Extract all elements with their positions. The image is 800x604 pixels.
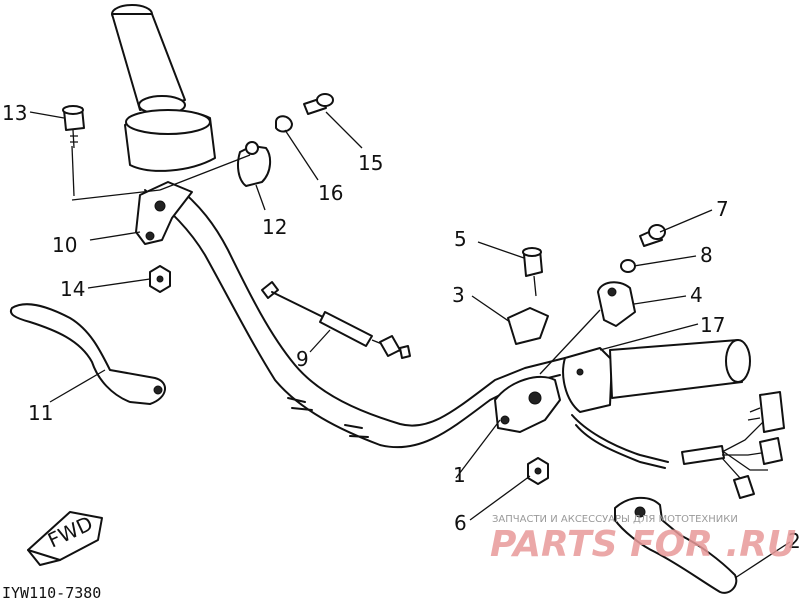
callout-6: 6 xyxy=(454,511,467,535)
callout-12: 12 xyxy=(262,215,287,239)
screw-15 xyxy=(303,93,334,115)
callout-15: 15 xyxy=(358,151,383,175)
callout-2: 2 xyxy=(788,529,800,553)
diagram-part-number: IYW110-7380 xyxy=(2,584,101,602)
watermark-brand: PARTS FOR .RU xyxy=(490,524,796,565)
callout-1: 1 xyxy=(453,463,466,487)
callout-16: 16 xyxy=(318,181,343,205)
callout-7: 7 xyxy=(716,197,729,221)
clutch-lever-11 xyxy=(10,303,166,405)
callout-14: 14 xyxy=(60,277,85,301)
callout-5: 5 xyxy=(454,227,467,251)
fwd-arrow: FWD xyxy=(27,511,103,566)
holder-4 xyxy=(597,281,636,327)
clamp-12 xyxy=(237,141,272,187)
callout-10: 10 xyxy=(52,233,77,257)
washer-8 xyxy=(620,259,636,273)
leader-lines xyxy=(29,111,791,579)
callout-9: 9 xyxy=(296,347,309,371)
throttle-cable-9 xyxy=(261,281,411,359)
switch-3 xyxy=(507,307,549,345)
nut-6 xyxy=(527,457,549,485)
callout-3: 3 xyxy=(452,283,465,307)
nut-14 xyxy=(149,265,171,293)
left-lever-bracket xyxy=(135,181,193,245)
watermark-tagline: ЗАПЧАСТИ И АКСЕССУАРЫ ДЛЯ МОТОТЕХНИКИ xyxy=(492,514,738,525)
switch-harness xyxy=(571,391,785,499)
washer-16 xyxy=(275,115,293,133)
screw-7 xyxy=(639,224,666,247)
watermark: ЗАПЧАСТИ И АКСЕССУАРЫ ДЛЯ МОТОТЕХНИКИ PA… xyxy=(490,514,796,565)
callout-8: 8 xyxy=(700,243,713,267)
throttle-grip-17 xyxy=(562,339,751,413)
bolt-5 xyxy=(522,247,543,297)
callout-17: 17 xyxy=(700,313,725,337)
callout-11: 11 xyxy=(28,401,53,425)
left-grip xyxy=(111,4,216,172)
callout-13: 13 xyxy=(2,101,27,125)
callouts: 1 2 3 4 5 6 7 8 9 10 11 12 13 14 15 16 1… xyxy=(2,101,800,553)
right-lever-bracket xyxy=(494,375,561,433)
callout-4: 4 xyxy=(690,283,703,307)
bolt-13 xyxy=(62,105,85,149)
brake-lever-2 xyxy=(614,496,738,594)
handlebar xyxy=(144,184,566,449)
